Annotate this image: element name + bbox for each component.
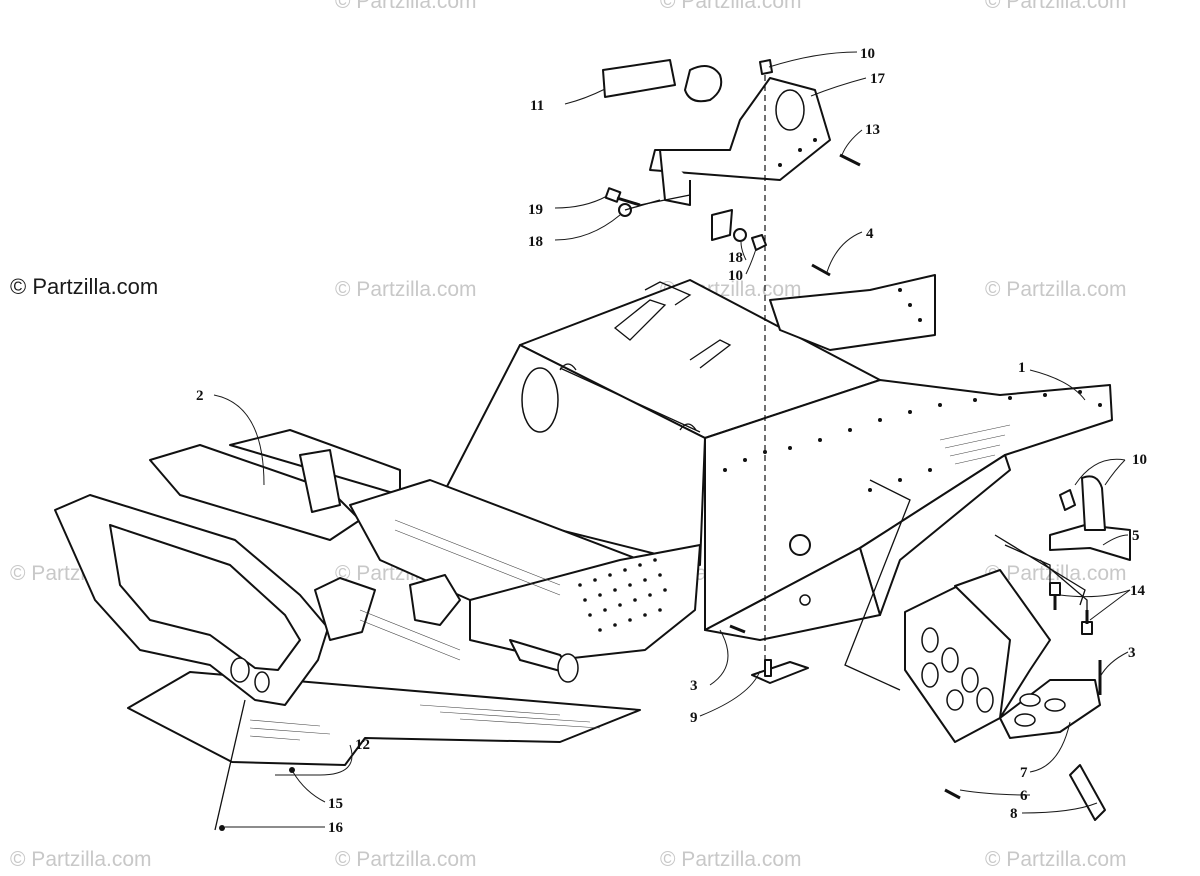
belly-pan-part [127, 671, 641, 766]
watermark: © Partzilla.com [335, 848, 477, 871]
rivet-part [839, 153, 861, 167]
nut-part [759, 59, 773, 75]
rivet-part [944, 788, 961, 800]
mount-part [751, 659, 809, 684]
shim-part [684, 65, 723, 103]
nut-part [751, 234, 767, 251]
callout-6: 6 [1020, 788, 1028, 804]
callout-11: 11 [530, 98, 544, 114]
callout-18: 18 [728, 250, 743, 266]
callout-18: 18 [528, 234, 543, 250]
callout-14: 14 [1130, 583, 1146, 599]
watermark: © Partzilla.com [660, 0, 802, 13]
watermark: © Partzilla.com [985, 278, 1127, 301]
front-suspension-frame-part [54, 429, 701, 706]
callout-8: 8 [1010, 806, 1018, 822]
bolt-part [1049, 582, 1061, 610]
partzilla-watermark: © Partzilla.com [10, 274, 158, 299]
callout-9: 9 [690, 710, 698, 726]
callout-1: 1 [1018, 360, 1026, 376]
callout-5: 5 [1132, 528, 1140, 544]
callout-12: 12 [355, 737, 370, 753]
callout-4: 4 [866, 226, 874, 242]
watermark: © Partzilla.com [10, 848, 152, 871]
plate-part [602, 59, 676, 98]
rivet-part [219, 825, 225, 831]
callout-3: 3 [1128, 645, 1136, 661]
rear-bracket-part [769, 274, 936, 351]
washer-part [733, 228, 747, 242]
callout-10: 10 [728, 268, 743, 284]
leader-lines [213, 51, 1131, 828]
watermark: © Partzilla.com [335, 278, 477, 301]
rivet-part [289, 767, 295, 773]
rivet-part [811, 263, 831, 277]
watermark: © Partzilla.com [985, 848, 1127, 871]
strap-part [1069, 764, 1106, 821]
watermark: © Partzilla.com [985, 0, 1127, 13]
rivet-part [729, 624, 746, 634]
bolt-part [604, 187, 641, 207]
callout-labels: 10 17 13 11 19 18 18 10 4 1 2 10 5 14 3 … [196, 46, 1147, 836]
watermark: © Partzilla.com [660, 848, 802, 871]
right-side-bracket-part [1049, 475, 1131, 561]
callout-7: 7 [1020, 765, 1028, 781]
callout-19: 19 [528, 202, 543, 218]
callout-13: 13 [865, 122, 880, 138]
clamp-part [711, 209, 733, 241]
callout-17: 17 [870, 71, 886, 87]
callout-15: 15 [328, 796, 343, 812]
steering-post-bracket-part [649, 77, 831, 206]
callout-10: 10 [860, 46, 875, 62]
callout-3: 3 [690, 678, 698, 694]
watermark: © Partzilla.com [335, 0, 477, 13]
callout-2: 2 [196, 388, 204, 404]
alignment-lines [214, 75, 1088, 831]
callout-10: 10 [1132, 452, 1147, 468]
callout-16: 16 [328, 820, 344, 836]
skid-plate-part [904, 569, 1101, 743]
